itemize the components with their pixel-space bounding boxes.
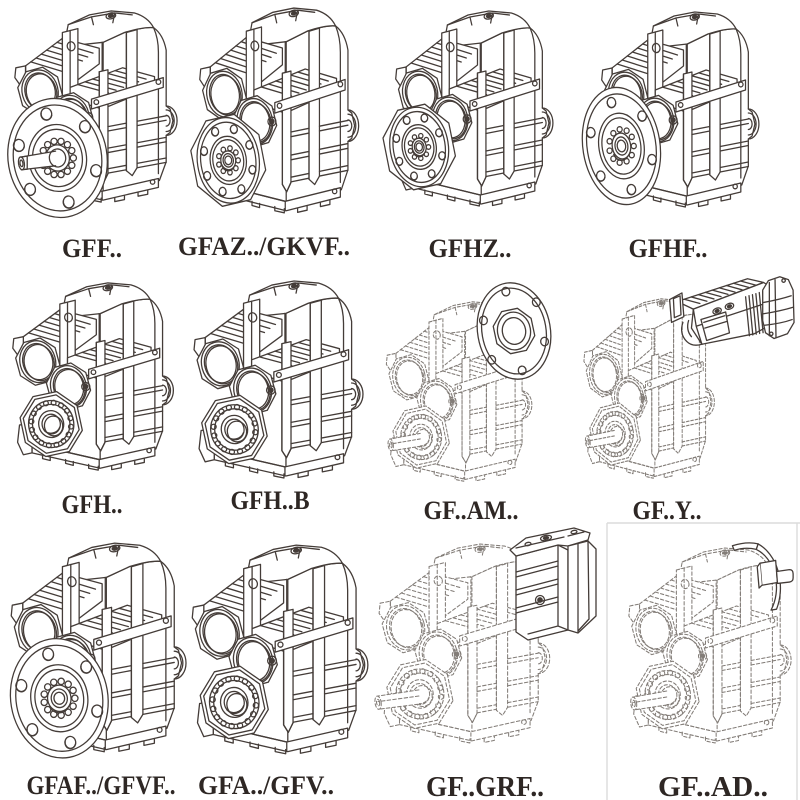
svg-text:GFF..: GFF..: [62, 234, 122, 263]
svg-text:GFHZ..: GFHZ..: [429, 234, 512, 263]
svg-text:GFH..: GFH..: [62, 490, 123, 519]
svg-text:GFH..B: GFH..B: [231, 486, 310, 515]
svg-text:GFAF../GFVF..: GFAF../GFVF..: [27, 771, 176, 800]
svg-text:GF..AM..: GF..AM..: [424, 496, 519, 525]
svg-text:GF..AD..: GF..AD..: [658, 771, 768, 800]
svg-text:GFA../GFV..: GFA../GFV..: [198, 771, 334, 800]
svg-text:GF..GRF..: GF..GRF..: [426, 771, 544, 800]
svg-text:GF..Y..: GF..Y..: [633, 496, 702, 525]
svg-text:GFHF..: GFHF..: [629, 234, 708, 263]
svg-text:GFAZ../GKVF..: GFAZ../GKVF..: [178, 232, 350, 261]
